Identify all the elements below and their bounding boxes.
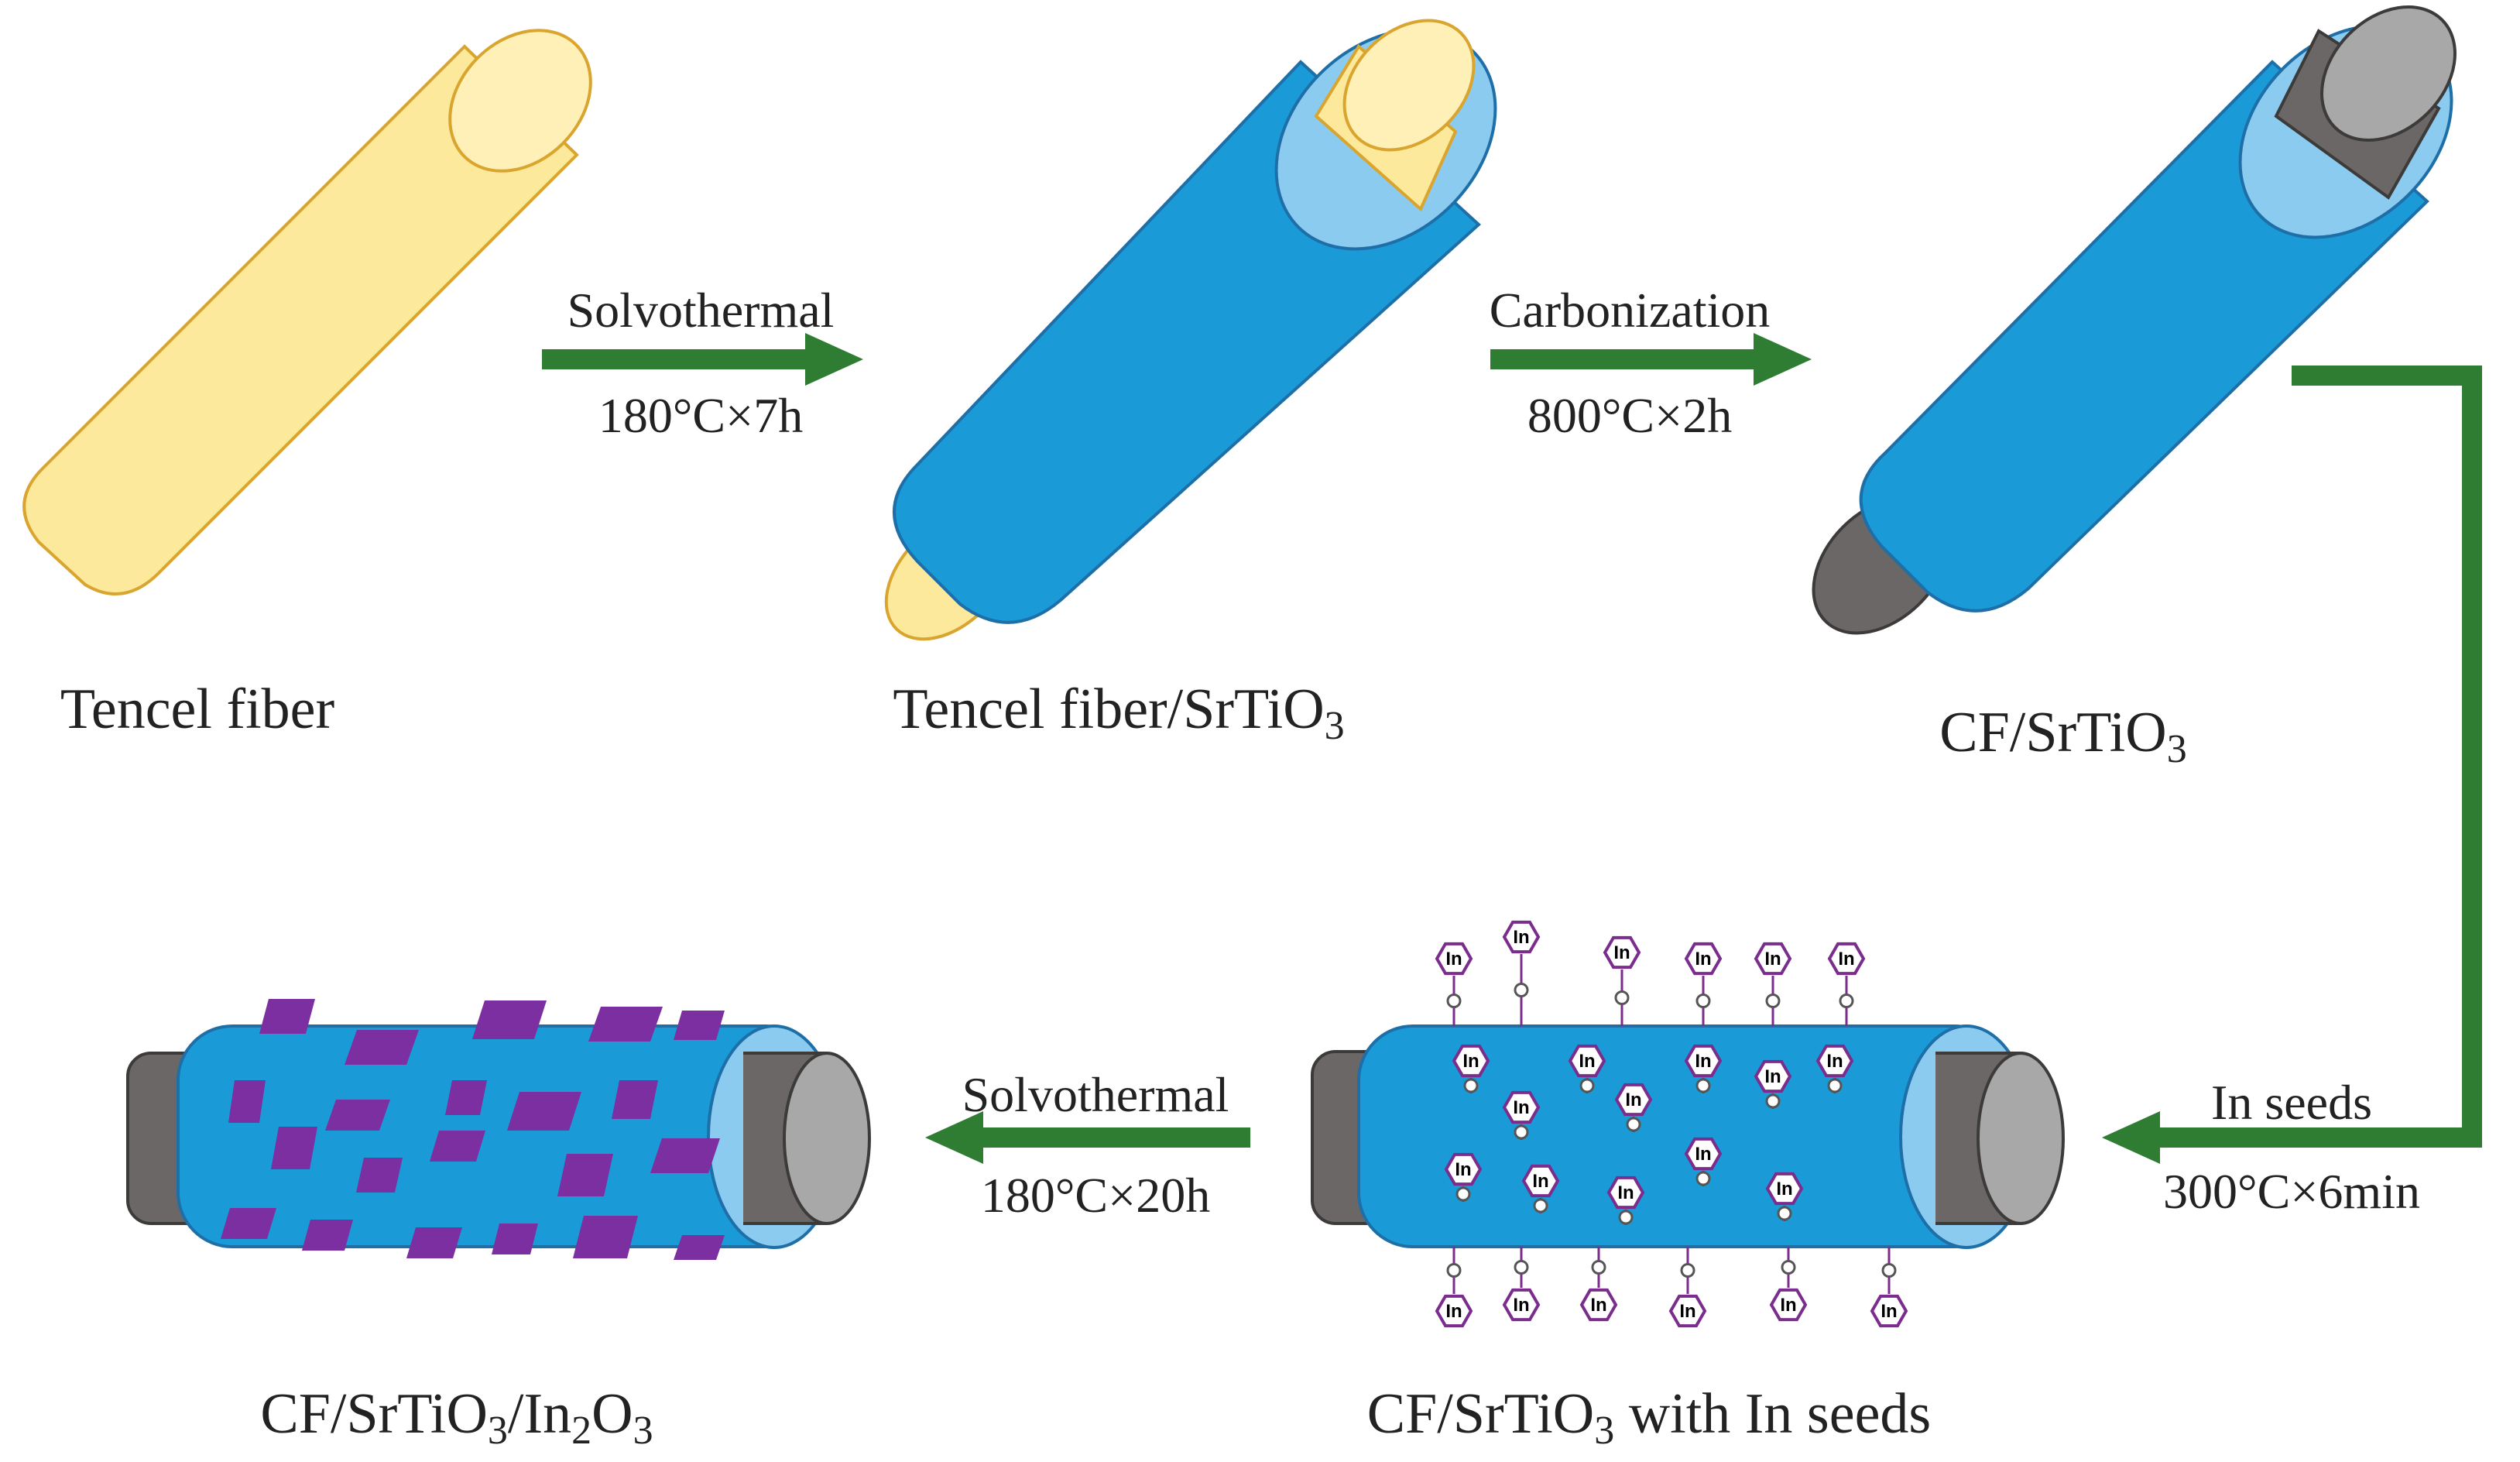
label-cf-srtio3: CF/SrTiO3 (1939, 701, 2186, 771)
in2o3-platelet (406, 1227, 462, 1258)
in2o3-platelet (302, 1220, 353, 1251)
step3-name: In seeds (2211, 1075, 2372, 1130)
in2o3-platelet (345, 1030, 419, 1065)
step1-name: Solvothermal (567, 283, 835, 338)
in-seed-label: In (1445, 949, 1462, 970)
in2o3-platelet (674, 1235, 725, 1260)
in-seed-label: In (1617, 1182, 1634, 1203)
in-seed-label: In (1695, 1144, 1711, 1165)
in-seed-label: In (1826, 1051, 1843, 1072)
in-seed-icon: In (1452, 1044, 1490, 1093)
step3-condition: 300°C×6min (2163, 1164, 2420, 1219)
tencel-fiber-cylinder (22, 29, 592, 595)
in2o3-platelet (588, 1007, 663, 1042)
in-seed-label: In (1776, 1179, 1792, 1199)
in-seed-icon: In (1606, 1175, 1645, 1225)
in-seed-icon: In (1769, 1247, 1808, 1322)
cf-srtio3-in2o3-cylinder (126, 999, 871, 1260)
in-seed-icon: In (1579, 1247, 1618, 1322)
in-seed-icon: In (1502, 1247, 1541, 1322)
in2o3-platelet (221, 1208, 276, 1239)
in-seed-label: In (1625, 1090, 1641, 1110)
in2o3-platelet (271, 1127, 317, 1169)
in2o3-platelet (507, 1092, 581, 1131)
in-seed-icon: In (1815, 1044, 1854, 1093)
in2o3-platelet (259, 999, 315, 1034)
in2o3-platelet (430, 1131, 485, 1162)
in2o3-platelet (650, 1138, 720, 1173)
in-seed-icon: In (1754, 942, 1792, 1026)
arrow-step4 (925, 1111, 1250, 1164)
in-seed-icon: In (1754, 1059, 1792, 1109)
in2o3-platelet (492, 1223, 538, 1254)
step4-condition: 180°C×20h (981, 1168, 1210, 1223)
in-seed-icon: In (1684, 942, 1723, 1026)
label-tencel-srtio3: Tencel fiber/SrTiO3 (893, 678, 1344, 748)
in-seed-label: In (1780, 1295, 1796, 1316)
in-seed-label: In (1764, 949, 1781, 970)
in2o3-platelet (472, 1000, 547, 1039)
in2o3-platelet (445, 1080, 487, 1115)
in-seed-icon: In (1568, 1044, 1606, 1093)
in-seed-label: In (1838, 949, 1854, 970)
in-seed-label: In (1679, 1301, 1695, 1322)
in-seed-icon: In (1502, 920, 1541, 1026)
in2o3-platelet (325, 1100, 390, 1131)
in-seed-label: In (1881, 1301, 1897, 1322)
in-seed-icon: In (1870, 1247, 1908, 1328)
in2o3-platelet (674, 1011, 725, 1040)
in2o3-platelet (557, 1154, 613, 1196)
in-seed-icon: In (1827, 942, 1866, 1026)
in-seed-label: In (1455, 1159, 1471, 1180)
in-seed-label: In (1445, 1301, 1462, 1322)
in2o3-platelet (356, 1158, 403, 1193)
in-seed-label: In (1579, 1051, 1595, 1072)
step2-name: Carbonization (1490, 283, 1771, 338)
in2o3-platelets (221, 999, 725, 1260)
in-seed-label: In (1695, 949, 1711, 970)
step4-name: Solvothermal (962, 1067, 1229, 1122)
in-seed-label: In (1695, 1051, 1711, 1072)
in-seed-label: In (1532, 1171, 1548, 1192)
arrow-step3 (2102, 366, 2482, 1164)
in-seed-label: In (1764, 1066, 1781, 1087)
in2o3-platelet (573, 1216, 638, 1258)
in-seed-icon: In (1435, 1247, 1473, 1328)
in-seed-label: In (1613, 942, 1630, 963)
tencel-srtio3-cylinder (884, 19, 1497, 641)
step1-condition: 180°C×7h (598, 388, 803, 443)
in-seed-label: In (1513, 927, 1529, 948)
step2-condition: 800°C×2h (1527, 388, 1732, 443)
in-seed-icon: In (1444, 1152, 1483, 1202)
in-seed-icon: In (1765, 1172, 1804, 1221)
in-seed-label: In (1590, 1295, 1606, 1316)
in-seed-icon: In (1684, 1044, 1723, 1093)
in-seed-icon: In (1684, 1137, 1723, 1186)
in-seed-label: In (1462, 1051, 1479, 1072)
label-cf-srtio3-in-seeds: CF/SrTiO3 with In seeds (1367, 1382, 1931, 1453)
in-seed-label: In (1513, 1097, 1529, 1118)
in-seed-icon: In (1614, 1083, 1653, 1132)
cf-srtio3-cylinder (1812, 5, 2457, 635)
in2o3-platelet (612, 1080, 658, 1119)
in-seed-icon: In (1502, 1090, 1541, 1140)
arrow-step1 (542, 333, 863, 386)
in-seed-icon: In (1668, 1247, 1707, 1328)
in2o3-platelet (228, 1080, 266, 1123)
in-seed-label: In (1513, 1295, 1529, 1316)
in-seed-icon: In (1435, 942, 1473, 1026)
in-seed-icon: In (1603, 935, 1641, 1026)
label-cf-srtio3-in2o3: CF/SrTiO3/In2O3 (260, 1382, 653, 1453)
label-tencel-fiber: Tencel fiber (60, 678, 334, 741)
in-seed-icon: In (1521, 1164, 1560, 1213)
arrow-step2 (1490, 333, 1812, 386)
